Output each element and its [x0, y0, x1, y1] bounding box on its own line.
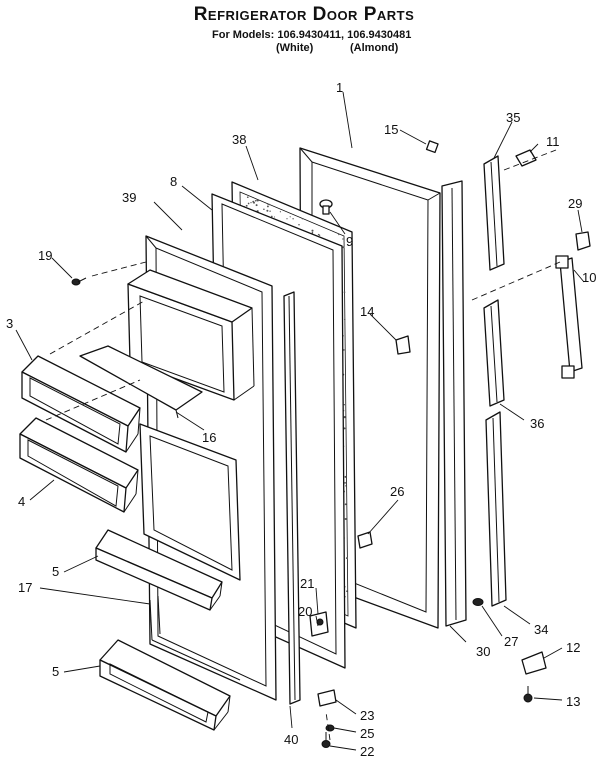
- callout-38: 38: [232, 132, 246, 147]
- callout-4: 4: [18, 494, 25, 509]
- callout-27: 27: [504, 634, 518, 649]
- callout-labels: 1 38 8 39 19 3 4 5 17 5 16 15 9 14 26 21…: [6, 80, 596, 759]
- hinge-pin-27: [472, 598, 484, 606]
- callout-17: 17: [18, 580, 32, 595]
- small-door-shelf: [95, 529, 223, 611]
- callout-21: 21: [300, 576, 314, 591]
- callout-34: 34: [534, 622, 548, 637]
- callout-39: 39: [122, 190, 136, 205]
- page-title: Refrigerator Door Parts: [193, 4, 415, 25]
- middle-door-shelf: [19, 417, 139, 513]
- callout-13: 13: [566, 694, 580, 709]
- shelf-rail: [149, 595, 241, 681]
- model-numbers: For Models: 106.9430411, 106.9430481: [212, 29, 412, 41]
- dairy-compartment: [79, 269, 255, 419]
- shim-26: [357, 531, 373, 549]
- callout-3: 3: [6, 316, 13, 331]
- callout-26: 26: [390, 484, 404, 499]
- callout-14: 14: [360, 304, 374, 319]
- lower-storage-area: [139, 423, 241, 581]
- callout-1: 1: [336, 80, 343, 95]
- callout-8: 8: [170, 174, 177, 189]
- bottom-hinge-23: [317, 689, 337, 707]
- callout-5-upper: 5: [52, 564, 59, 579]
- callout-12: 12: [566, 640, 580, 655]
- callout-19: 19: [38, 248, 52, 263]
- handle-top-section: [483, 155, 505, 271]
- hinge-12: [521, 651, 547, 675]
- handle-trim-strip: [441, 180, 467, 627]
- callout-30: 30: [476, 644, 490, 659]
- handle-bracket: [555, 255, 583, 379]
- plug-15: [425, 140, 439, 154]
- door-stop-14: [395, 335, 411, 355]
- callout-16: 16: [202, 430, 216, 445]
- screw-19: [71, 277, 87, 286]
- callout-25: 25: [360, 726, 374, 741]
- color-label-white: (White): [276, 42, 314, 54]
- callout-35: 35: [506, 110, 520, 125]
- alignment-lines: [45, 149, 561, 741]
- callout-36: 36: [530, 416, 544, 431]
- callout-11: 11: [546, 134, 560, 149]
- handle-lower-section: [485, 411, 507, 607]
- leader-lines: [15, 91, 585, 751]
- callout-22: 22: [360, 744, 374, 759]
- callout-9: 9: [346, 234, 353, 249]
- callout-40: 40: [284, 732, 298, 747]
- washer-25: [325, 724, 335, 732]
- callout-20: 20: [298, 604, 312, 619]
- callout-29: 29: [568, 196, 582, 211]
- hinge-assembly-20-21: [309, 611, 329, 637]
- callout-23: 23: [360, 708, 374, 723]
- color-label-almond: (Almond): [350, 42, 399, 54]
- plug-9: [319, 199, 333, 215]
- handle-middle-section: [483, 299, 505, 407]
- screw-13: [523, 686, 533, 703]
- callout-5-lower: 5: [52, 664, 59, 679]
- bracket-clip-29: [575, 231, 591, 251]
- screw-22: [321, 732, 331, 748]
- upper-door-shelf: [21, 355, 141, 453]
- vertical-trim-strip: [283, 291, 301, 705]
- bottom-door-shelf: [99, 639, 231, 731]
- callout-15: 15: [384, 122, 398, 137]
- callout-10: 10: [582, 270, 596, 285]
- handle-end-cap-11: [515, 149, 537, 167]
